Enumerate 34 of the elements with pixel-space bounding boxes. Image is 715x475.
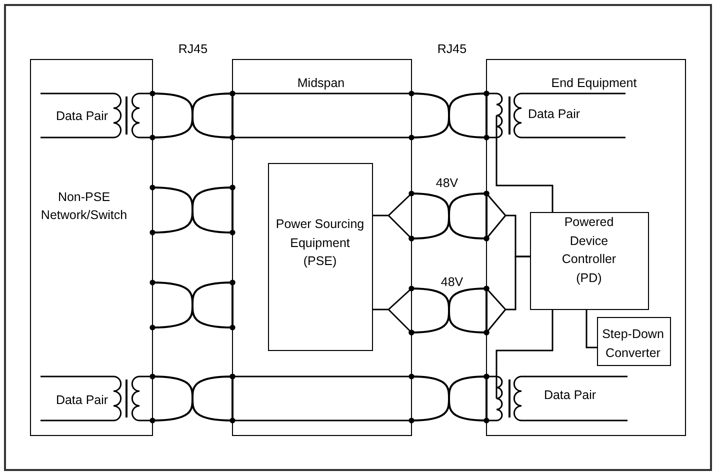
twisted-pair [408,374,490,424]
wire [484,256,532,336]
pair-label: Data Pair [544,387,596,403]
end-equipment-box [486,59,686,436]
wire [372,192,414,242]
twisted-pair [150,374,236,424]
midspan-box [232,59,412,436]
device-name: Powered Device Controller (PD) [560,214,618,288]
twisted-pair [150,184,236,236]
wire [372,288,414,336]
twisted-pair [408,286,490,336]
edge-label: 48V [440,275,464,289]
twisted-pair [408,90,490,140]
edge-label: 48V [434,176,460,190]
controller-box [530,212,649,310]
device-name: Power Sourcing Equipment (PSE) [274,216,366,270]
pair-label: Data Pair [56,108,108,124]
pair-label: Data Pair [56,392,108,408]
device-name: Midspan [297,76,345,91]
twisted-pair [150,90,236,140]
pse-box [268,163,373,351]
wire [496,138,554,212]
device-name: Step-Down Converter [601,326,665,362]
device-name: End Equipment [551,76,637,91]
device-name: Non-PSE Network/Switch [40,189,128,224]
converter-box [597,317,671,366]
wire [496,310,554,376]
twisted-pair [408,190,490,242]
pair-label: Data Pair [528,106,580,122]
switch-box [30,59,153,436]
wire [586,310,598,348]
connector-label: RJ45 [178,42,208,56]
twisted-pair [150,280,236,330]
connector-label: RJ45 [437,42,467,56]
